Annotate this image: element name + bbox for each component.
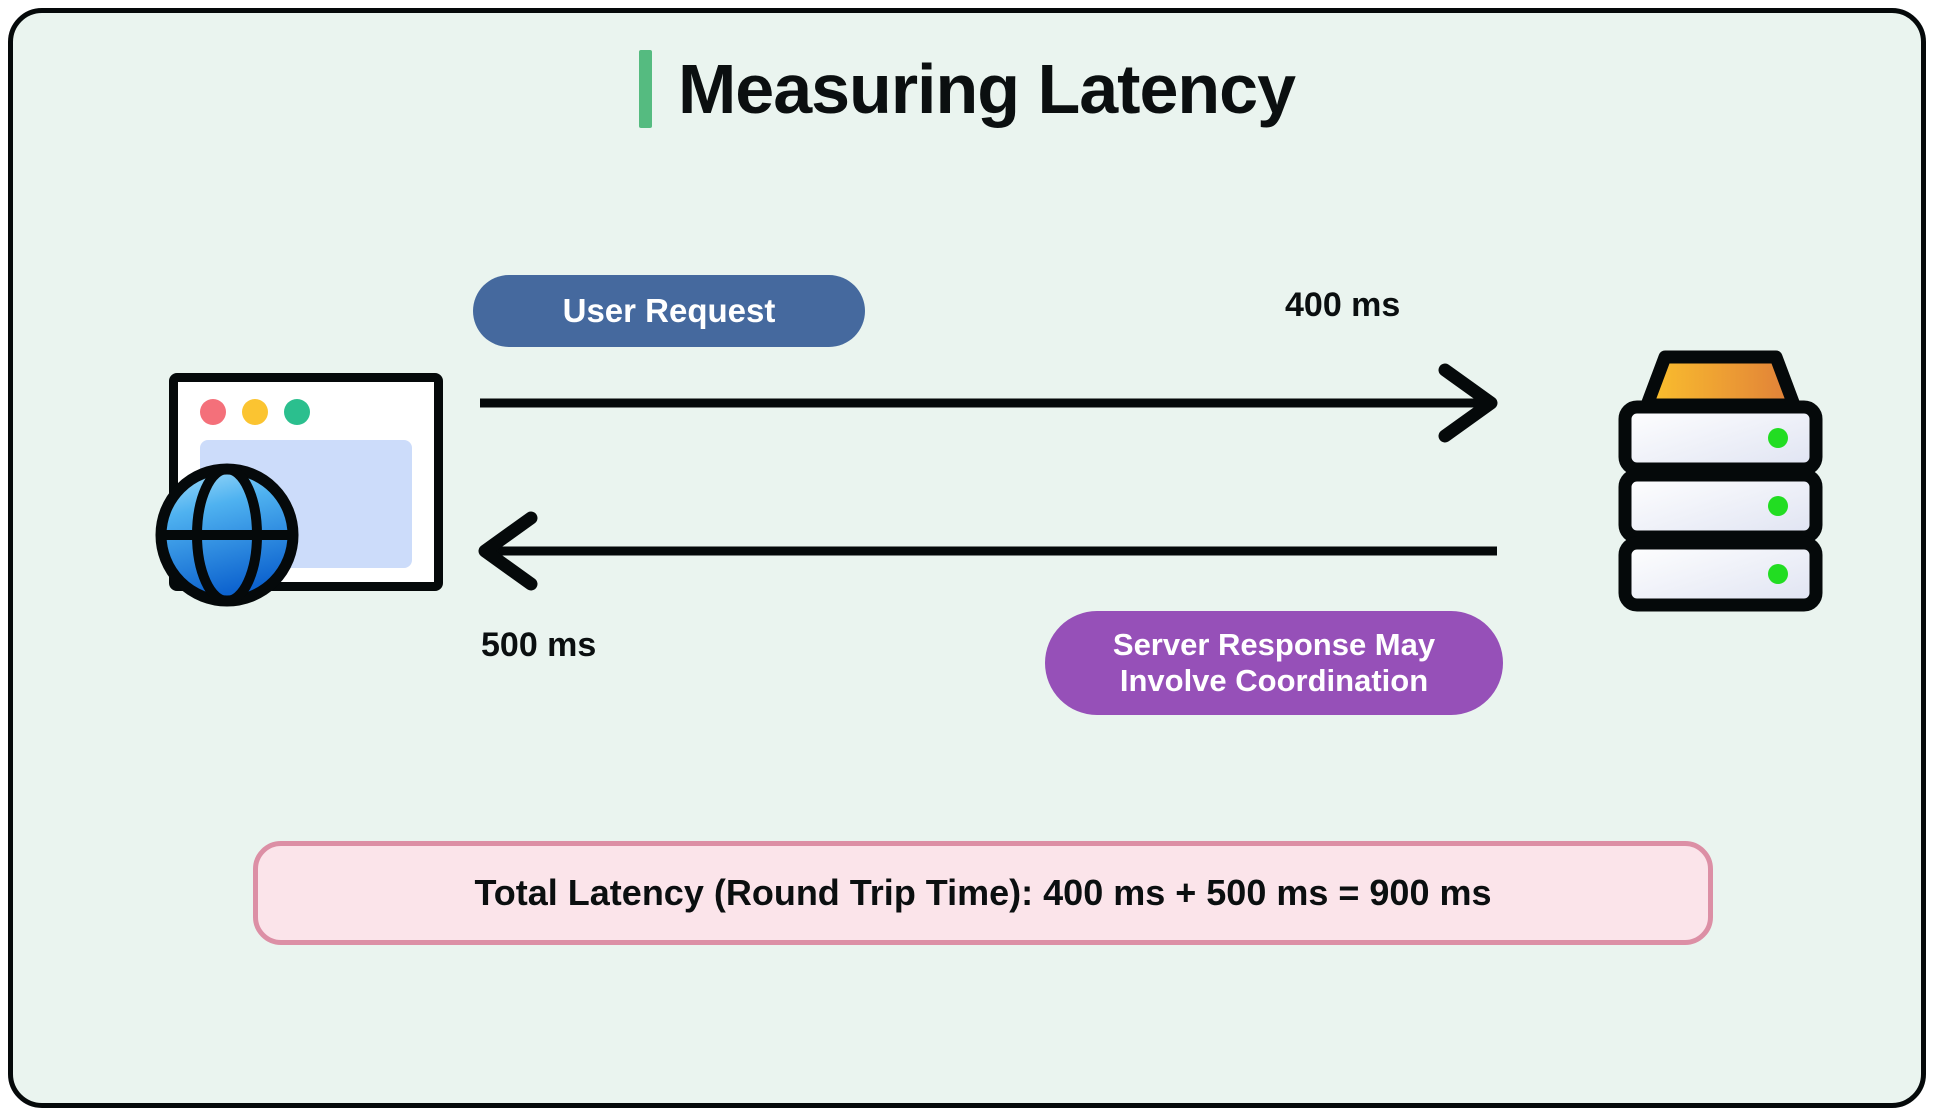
title-text: Measuring Latency [677, 50, 1296, 128]
total-latency-summary: Total Latency (Round Trip Time): 400 ms … [253, 841, 1713, 945]
traffic-light-green-icon [284, 399, 310, 425]
page-title: Measuring Latency [13, 49, 1921, 129]
user-request-pill[interactable]: User Request [473, 275, 865, 347]
user-request-label: User Request [562, 292, 776, 329]
request-latency-label: 400 ms [1285, 286, 1401, 324]
response-arrow-icon [478, 511, 1497, 591]
server-icon [1618, 350, 1823, 612]
request-arrow-icon [480, 363, 1498, 443]
diagram-canvas: Measuring Latency [8, 8, 1926, 1108]
traffic-light-yellow-icon [242, 399, 268, 425]
traffic-light-red-icon [200, 399, 226, 425]
total-latency-text: Total Latency (Round Trip Time): 400 ms … [474, 872, 1492, 913]
globe-icon [155, 463, 299, 607]
title-accent-bar [638, 50, 652, 128]
server-response-label: Server Response May Involve Coordination [1113, 627, 1435, 698]
response-latency-label: 500 ms [481, 626, 597, 664]
server-response-label-line2: Involve Coordination [1119, 663, 1429, 698]
server-response-pill[interactable]: Server Response May Involve Coordination [1045, 611, 1503, 715]
client-icon [153, 373, 443, 607]
server-response-label-line1: Server Response May [1112, 627, 1436, 663]
